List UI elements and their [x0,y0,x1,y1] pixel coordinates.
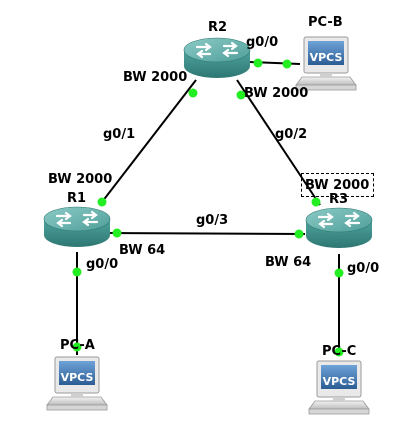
port-dot-r1-g01 [97,197,107,207]
port-dot-r2-g00 [253,58,263,68]
port-dot-pca [72,342,82,352]
port-dot-r1-g03 [112,228,122,238]
r1-bw-right-label: BW 64 [119,243,166,258]
pc-a-label: PC-A [60,338,95,353]
selection-box [301,173,374,197]
r3-g02-label: g0/2 [275,127,308,142]
port-dot-r1-g00 [72,267,82,277]
router-r1-icon[interactable] [42,205,112,249]
router-r2-label: R2 [208,20,228,35]
port-dot-r2-g02 [236,90,246,100]
port-dot-pcc [334,347,344,357]
pc-a-badge: VPCS [61,371,94,384]
r3-bw-top-label: BW 2000 [305,178,370,193]
pc-b-label: PC-B [308,15,343,30]
router-r1-label: R1 [67,191,87,206]
port-dot-r3-g02 [311,197,321,207]
r2-g00-label: g0/0 [246,35,279,50]
router-r3-label: R3 [329,192,349,207]
g03-label: g0/3 [196,213,229,228]
r1-g01-label: g0/1 [103,127,136,142]
r2-bw-left-label: BW 2000 [123,70,188,85]
r3-g00-label: g0/0 [347,261,380,276]
port-dots [72,58,344,357]
r1-g00-label: g0/0 [86,257,119,272]
port-dot-pcb [282,59,292,69]
r2-bw-right-label: BW 2000 [244,86,309,101]
port-dot-r2-g01 [188,88,198,98]
pc-c-label: PC-C [322,344,357,359]
port-dot-r3-g03 [294,229,304,239]
links [76,61,340,355]
router-r2-icon[interactable] [182,36,252,80]
router-r3-icon[interactable] [304,206,374,250]
link-r1-r3[interactable] [109,232,306,235]
port-dot-r3-g00 [334,268,344,278]
link-r2-r3[interactable] [236,79,321,206]
pc-b-badge: VPCS [310,51,343,64]
r3-bw-left-label: BW 64 [265,255,312,270]
pc-c-badge: VPCS [323,375,356,388]
r1-bw-top-label: BW 2000 [48,172,113,187]
link-r1-r2[interactable] [101,79,197,203]
